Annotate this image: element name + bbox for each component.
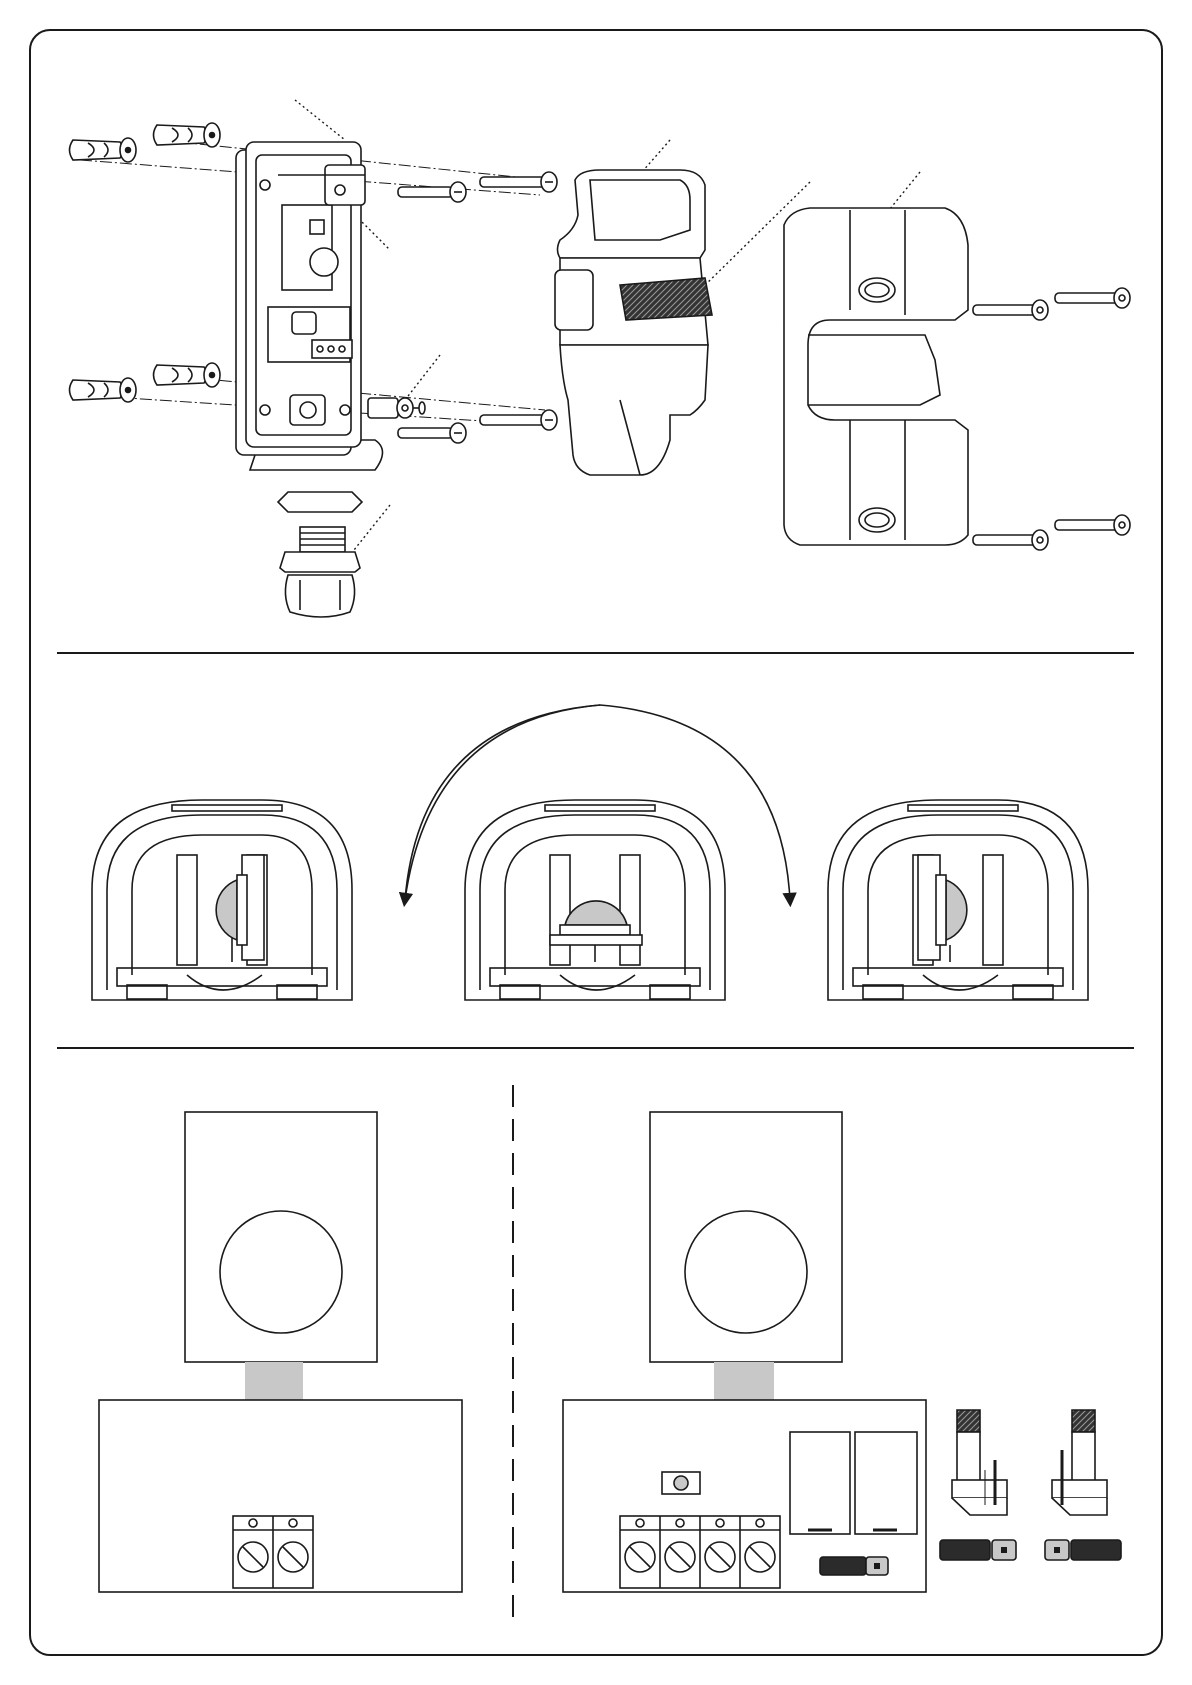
terminal-screw-icon (745, 1542, 775, 1572)
terminal-block (620, 1516, 780, 1588)
relay-left (790, 1432, 850, 1534)
jumper-icon (820, 1557, 888, 1575)
rotation-positions-panel (92, 705, 1088, 1000)
lens-circle-icon (220, 1211, 342, 1333)
photocell-view-center (465, 800, 725, 1000)
screw-icon (480, 410, 557, 430)
jumper-detail-left (940, 1410, 1016, 1560)
reflector-strip (620, 278, 712, 320)
four-terminal-unit (563, 1112, 926, 1592)
cable-gland-icon (278, 492, 362, 617)
wall-plug-icon (154, 363, 221, 387)
screw-icon (1055, 515, 1130, 535)
exploded-assembly-panel (70, 100, 1131, 617)
screw-icon (973, 300, 1048, 320)
wall-plug-icon (154, 123, 221, 147)
terminal-screw-icon (625, 1542, 655, 1572)
screw-icon (398, 423, 466, 443)
relay-right (855, 1432, 917, 1534)
wall-plug-icon (70, 138, 137, 162)
terminal-screw-icon (278, 1542, 308, 1572)
screw-icon (480, 172, 557, 192)
screw-icon (973, 530, 1048, 550)
terminal-block (233, 1516, 313, 1588)
reflector-cover (555, 170, 712, 475)
photocell-view-left (92, 800, 352, 1000)
jumper-detail-right (1045, 1410, 1121, 1560)
board-connector (245, 1362, 303, 1400)
wiring-comparison-panel (99, 1085, 1121, 1625)
screw-icon (1055, 288, 1130, 308)
terminal-screw-icon (665, 1542, 695, 1572)
outer-housing (784, 208, 968, 545)
wall-plug-icon (70, 378, 137, 402)
terminal-clamp (368, 398, 425, 418)
base-housing (236, 142, 383, 470)
terminal-screw-icon (238, 1542, 268, 1572)
lens-circle-icon (685, 1211, 807, 1333)
board-connector (714, 1362, 774, 1400)
terminal-screw-icon (705, 1542, 735, 1572)
photocell-view-right (828, 800, 1088, 1000)
two-terminal-unit (99, 1112, 462, 1592)
